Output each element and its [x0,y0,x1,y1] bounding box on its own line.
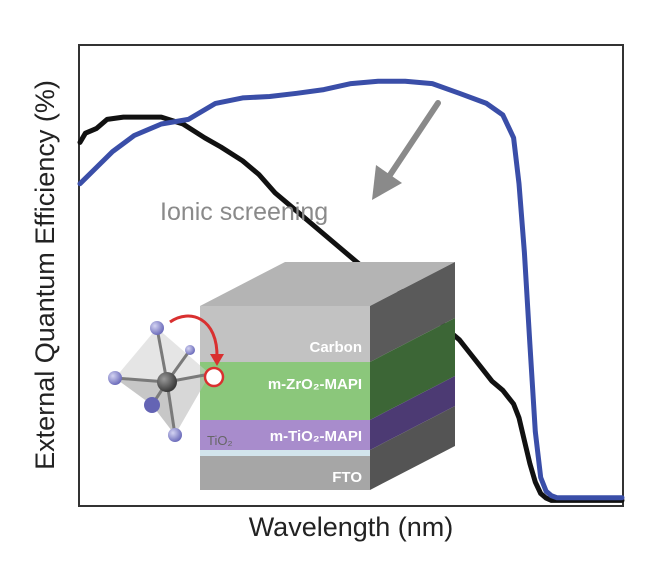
cube-side-tio2-mapi [370,376,455,450]
layer-tio2 [200,450,370,456]
atom-center [157,372,177,392]
cube-side-fto [370,406,455,490]
ion-migration-arrow [169,314,219,359]
cube-side-zro2 [370,318,455,420]
atom-front [144,397,160,413]
annotation-arrow [372,100,441,200]
layer-fto [200,456,370,490]
octahedron-right-face [167,374,210,435]
plot-frame [78,44,624,507]
atom-right-vacancy [203,366,225,388]
device-stack-illustration: Carbon m-ZrO₂-MAPI m-TiO₂-MAPI TiO₂ FTO [200,262,455,490]
ion-migration-arrowhead [210,354,224,366]
layer-zro2-mapi [200,362,370,420]
atom-top [150,321,164,335]
layer-label-carbon: Carbon [310,339,363,356]
layer-label-fto: FTO [332,469,362,486]
layer-label-tio2: TiO₂ [207,433,233,448]
series-line-1 [77,78,625,501]
y-axis-label: External Quantum Efficiency (%) [30,80,60,470]
layer-label-zro2-mapi: m-ZrO₂-MAPI [268,376,362,393]
x-axis-label: Wavelength (nm) [249,512,454,542]
perovskite-octahedron-illustration [108,314,225,442]
atom-left [108,371,122,385]
atom-back [185,345,195,355]
layer-carbon [200,306,370,362]
layer-tio2-mapi [200,420,370,450]
layer-label-tio2-mapi: m-TiO₂-MAPI [270,428,362,445]
cube-side-carbon [370,262,455,362]
ionic-screening-annotation: Ionic screening [160,198,328,226]
atom-bottom [168,428,182,442]
